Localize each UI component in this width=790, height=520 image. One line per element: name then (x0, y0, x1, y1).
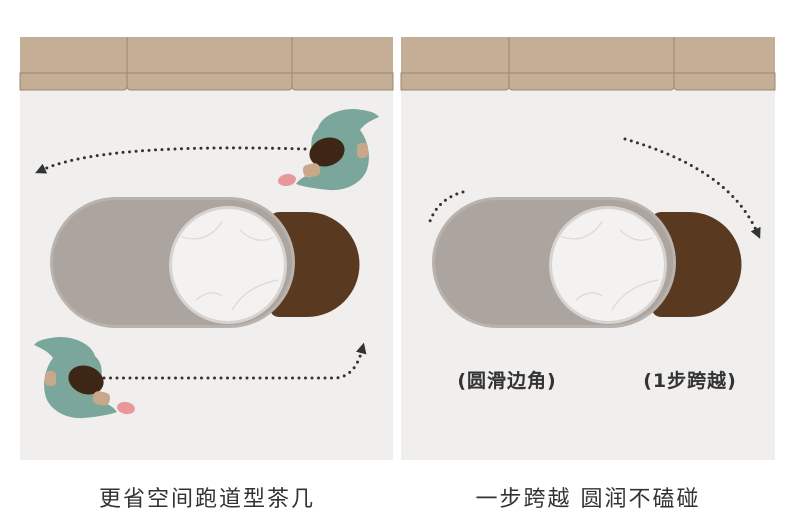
sofa-back (20, 37, 393, 73)
marble-vein (559, 221, 603, 240)
ottoman (270, 212, 360, 317)
person-back-hand (45, 371, 56, 386)
marble-vein (231, 279, 279, 311)
coffee-table (50, 197, 360, 328)
dotted-arc-icon (427, 190, 465, 226)
sofa-seat-cushion (673, 72, 776, 91)
right-panel (400, 37, 776, 460)
marble-vein (611, 279, 659, 311)
walking-person-icon (34, 336, 135, 419)
sofa (19, 37, 394, 91)
marble-vein (195, 292, 223, 301)
coffee-table (432, 197, 742, 328)
right-caption: 一步跨越 圆润不磕碰 (475, 487, 701, 512)
marble-vein (619, 229, 653, 241)
one-step-label: (1步跨越) (643, 370, 737, 392)
sofa-seat-cushion (291, 72, 394, 91)
marble-top (172, 209, 284, 321)
marble-vein (179, 221, 223, 240)
marble-vein (575, 292, 603, 301)
person-head (68, 365, 104, 395)
sofa-seat-cushion (19, 72, 128, 91)
left-panel (19, 37, 394, 460)
sofa (400, 37, 776, 91)
dotted-arrow-right-icon (102, 342, 367, 380)
person-hand (302, 163, 321, 178)
marble-vein (239, 229, 273, 241)
sofa-seat-cushion (126, 72, 293, 91)
dotted-arrow-left-icon (35, 146, 307, 174)
marble-veins (559, 221, 659, 311)
person-hand-pink (117, 401, 135, 415)
marble-veins (179, 221, 279, 311)
person-head (309, 137, 345, 167)
sofa-seat-cushion (400, 72, 510, 91)
sofa-seat-cushion (508, 72, 675, 91)
rounded-corners-label: (圆滑边角) (457, 370, 557, 392)
walking-person-icon (278, 108, 379, 191)
person-back-hand (357, 143, 368, 158)
marble-top (552, 209, 664, 321)
left-caption: 更省空间跑道型茶几 (98, 487, 316, 512)
person-hand (92, 391, 111, 406)
sofa-back (401, 37, 775, 73)
dotted-arrow-down-icon (623, 137, 761, 239)
ottoman (652, 212, 742, 317)
person-hand-pink (278, 173, 296, 187)
